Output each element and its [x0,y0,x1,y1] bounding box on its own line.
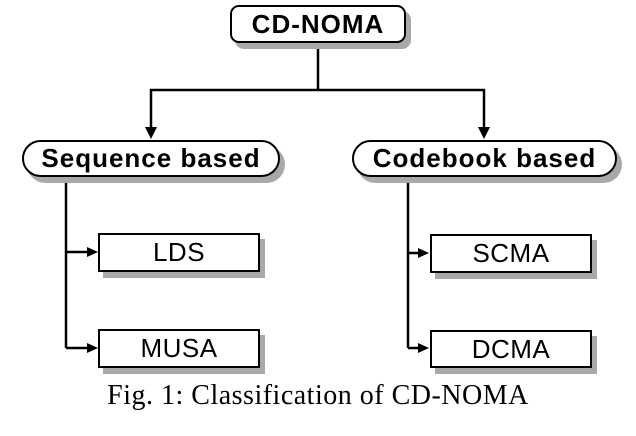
node-musa: MUSA [98,329,260,368]
node-cd-noma: CD-NOMA [230,5,406,43]
branch-bracket-line [149,88,486,131]
arrowhead-down-left-icon [145,127,157,139]
arrowhead-right-musa-icon [87,343,98,353]
figure-caption: Fig. 1: Classification of CD-NOMA [107,380,529,411]
node-dcma: DCMA [430,330,592,368]
arrowhead-right-dcma-icon [418,343,429,353]
arrowhead-down-right-icon [478,127,490,139]
node-sequence-based: Sequence based [22,140,280,177]
arrowhead-right-lds-icon [87,247,98,257]
node-lds: LDS [98,233,260,272]
arrowhead-right-scma-icon [418,248,429,258]
node-scma: SCMA [430,234,592,273]
node-codebook-based: Codebook based [352,140,617,177]
